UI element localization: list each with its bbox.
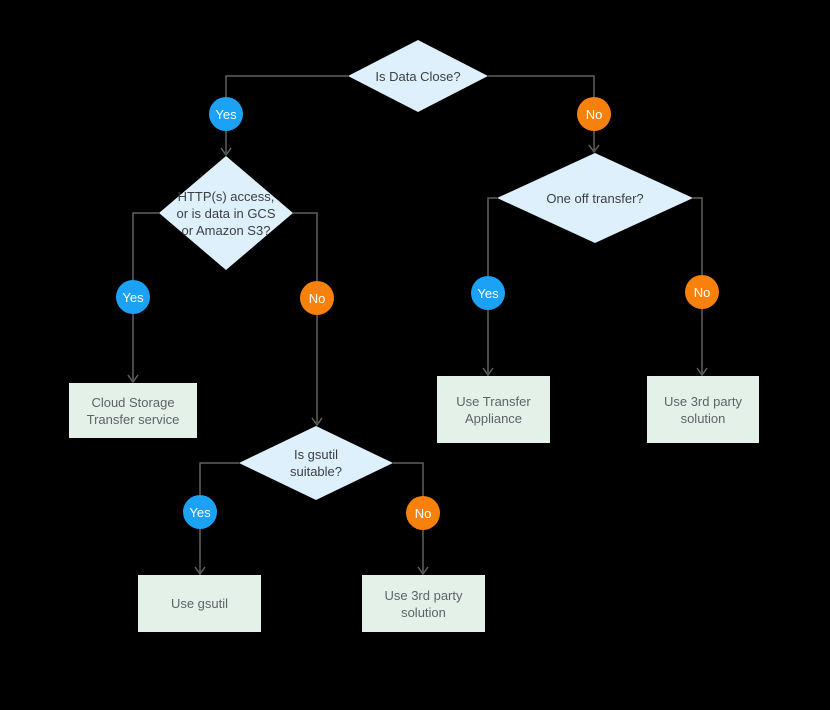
connector — [487, 197, 497, 373]
branch-label: Yes — [477, 285, 499, 301]
decision-label: HTTP(s) access, or is data in GCS or Ama… — [176, 188, 276, 238]
branch-label: No — [414, 505, 432, 521]
connector — [293, 212, 318, 423]
branch-label: No — [308, 290, 326, 306]
arrowhead-down-icon — [482, 367, 494, 377]
branch-yes-data-close: Yes — [209, 97, 243, 131]
decision-is-data-close: Is Data Close? — [348, 40, 488, 112]
outcome-label: Use Transfer Appliance — [456, 393, 531, 426]
connector — [693, 197, 703, 373]
outcome-use-transfer-appliance: Use Transfer Appliance — [437, 376, 550, 443]
arrowhead-down-icon — [696, 367, 708, 377]
branch-yes-one-off-transfer: Yes — [471, 276, 505, 310]
outcome-label: Use 3rd party solution — [663, 393, 743, 426]
arrowhead-down-icon — [588, 144, 600, 154]
decision-http-gcs-s3: HTTP(s) access, or is data in GCS or Ama… — [159, 156, 293, 270]
branch-no-data-close: No — [577, 97, 611, 131]
connector — [225, 75, 348, 153]
arrowhead-down-icon — [194, 566, 206, 576]
outcome-label: Use gsutil — [170, 596, 229, 611]
arrowhead-down-icon — [311, 417, 323, 427]
outcome-label: Cloud Storage Transfer service — [86, 394, 180, 427]
branch-label: Yes — [122, 289, 144, 305]
branch-label: No — [585, 106, 603, 122]
outcome-use-3rd-party-solution-one-off: Use 3rd party solution — [647, 376, 759, 443]
branch-yes-http-gcs-s3: Yes — [116, 280, 150, 314]
branch-no-http-gcs-s3: No — [300, 281, 334, 315]
outcome-label: Use 3rd party solution — [384, 587, 463, 620]
connector — [393, 462, 424, 572]
branch-no-gsutil-suitable: No — [406, 496, 440, 530]
outcome-use-3rd-party-solution-gsutil: Use 3rd party solution — [362, 575, 485, 632]
outcome-use-gsutil: Use gsutil — [138, 575, 261, 632]
connector — [132, 212, 159, 380]
branch-no-one-off-transfer: No — [685, 275, 719, 309]
arrowhead-down-icon — [220, 147, 232, 157]
branch-label: Yes — [215, 106, 237, 122]
branch-yes-gsutil-suitable: Yes — [183, 495, 217, 529]
decision-label: Is Data Close? — [375, 68, 461, 84]
branch-label: No — [693, 284, 711, 300]
decision-label: One off transfer? — [546, 190, 644, 206]
branch-label: Yes — [189, 504, 211, 520]
connector — [199, 462, 239, 572]
outcome-cloud-storage-transfer-service: Cloud Storage Transfer service — [69, 383, 197, 438]
decision-label: Is gsutil suitable? — [289, 447, 343, 479]
decision-one-off-transfer: One off transfer? — [497, 153, 693, 243]
decision-is-gsutil-suitable: Is gsutil suitable? — [239, 426, 393, 500]
arrowhead-down-icon — [417, 566, 429, 576]
arrowhead-down-icon — [127, 374, 139, 384]
